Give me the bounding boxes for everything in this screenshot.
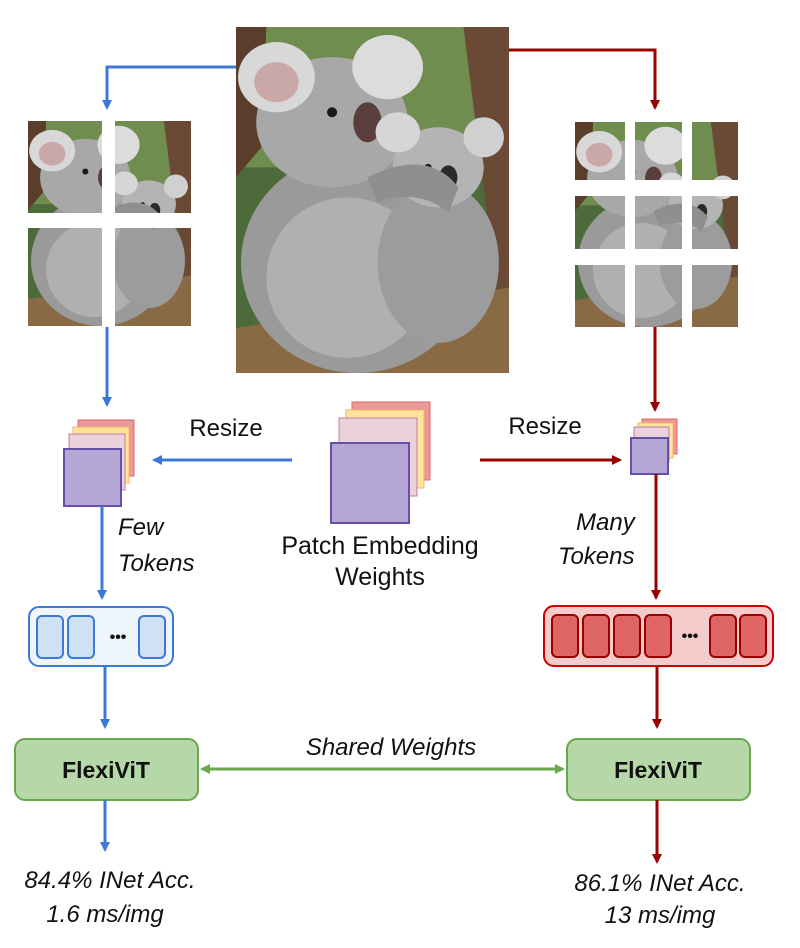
patch-weights-label-line2: Weights [335,563,425,591]
ellipsis: ••• [682,628,699,645]
few-tokens-sequence: ••• [28,606,174,667]
flexivit-left-box: FlexiViT [14,738,199,801]
result-left-accuracy: 84.4% INet Acc. [24,867,195,894]
left-patch-grid [28,121,191,326]
few-tokens-label-line1: Few [118,514,165,541]
many-tokens-label-line1: Many [576,509,637,536]
token [551,614,579,658]
token [138,615,166,659]
patch-embedding-weights-stack [330,401,431,524]
result-right-accuracy: 86.1% INet Acc. [574,870,745,897]
ellipsis: ••• [110,629,127,646]
many-tokens-label-line2: Tokens [558,543,635,570]
right-patch-grid [575,122,738,327]
token [709,614,737,658]
resize-left-label: Resize [189,415,262,442]
shared-weights-label: Shared Weights [306,734,476,761]
koala-image [236,27,509,373]
result-left-latency: 1.6 ms/img [46,901,164,928]
token [67,615,95,659]
few-tokens-label-line2: Tokens [118,550,195,577]
resize-right-label: Resize [508,413,581,440]
token [644,614,672,658]
flexivit-right-box: FlexiViT [566,738,751,801]
flexivit-left-label: FlexiViT [62,757,150,783]
result-right-latency: 13 ms/img [605,902,716,929]
token [36,615,64,659]
patch-weights-label-line1: Patch Embedding [281,532,478,560]
right-embedding-stack [630,418,678,475]
token [613,614,641,658]
flexivit-right-label: FlexiViT [614,757,702,783]
token [739,614,767,658]
arrow-image-to-left-patches [102,65,236,110]
token [582,614,610,658]
left-embedding-stack [63,419,135,507]
arrow-image-to-right-patches [509,48,660,110]
many-tokens-sequence: ••• [543,605,774,667]
